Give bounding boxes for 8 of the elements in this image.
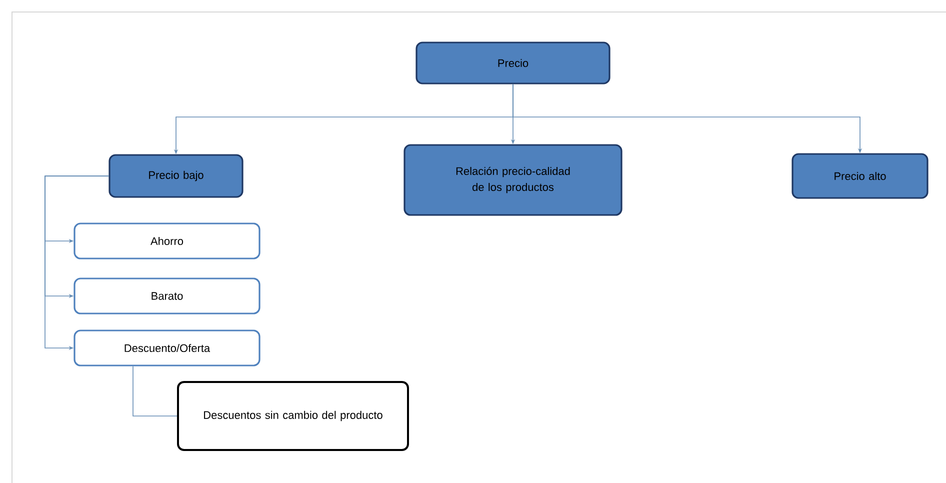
process-box: Precio alto — [792, 153, 928, 199]
process-box: Relación precio-calidad de los productos — [404, 144, 622, 216]
item-box: Descuento/Oferta — [74, 330, 260, 366]
item-box: Ahorro — [74, 222, 260, 260]
detail-box: Descuentos sin cambio del producto — [177, 381, 409, 451]
process-box: Precio bajo — [108, 154, 244, 198]
process-box: Precio — [416, 42, 610, 84]
item-box: Barato — [74, 278, 260, 314]
